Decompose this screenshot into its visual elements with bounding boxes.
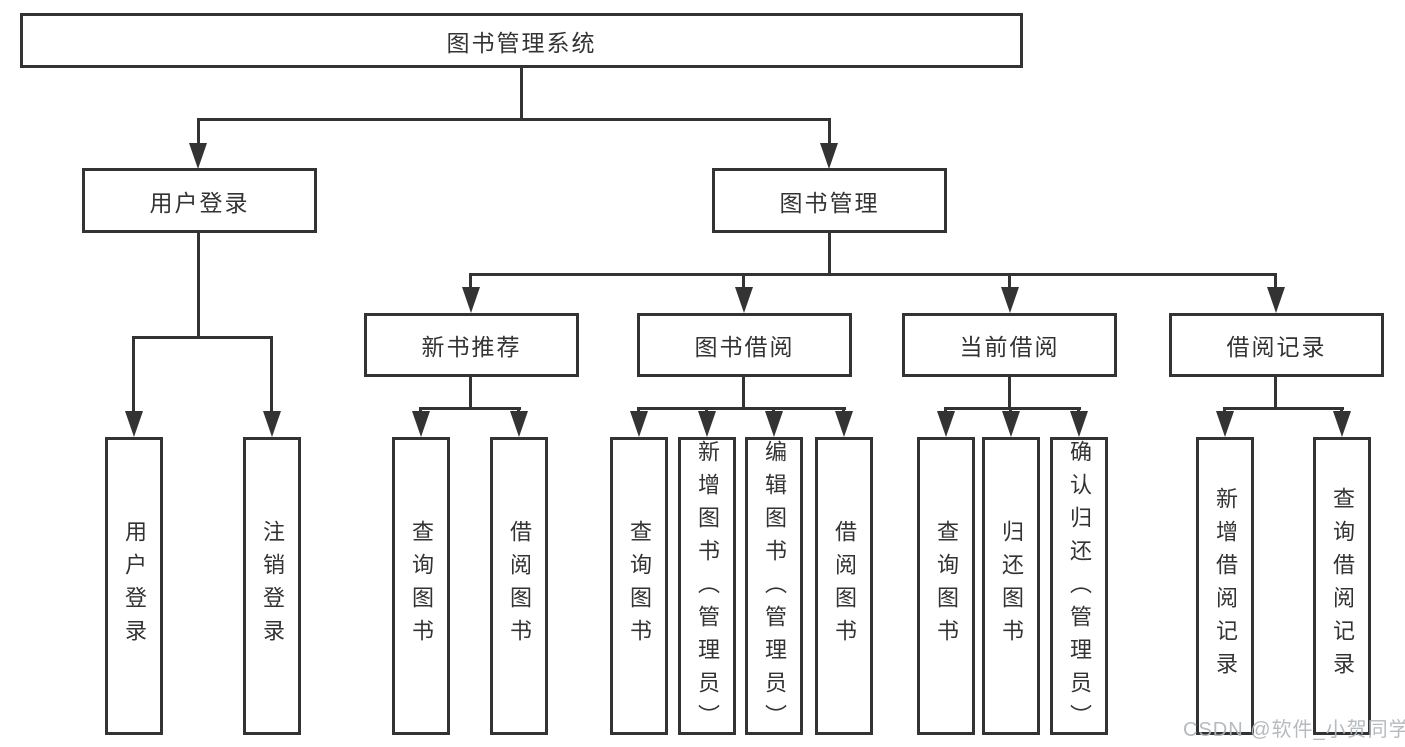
node-label: 图书借阅 <box>694 334 795 360</box>
arrow-down-icon <box>510 411 528 437</box>
leaf-add-book-admin: 新增图书（管理员） <box>678 437 736 737</box>
connector <box>270 336 273 412</box>
connector <box>705 407 708 414</box>
leaf-user-login: 用户登录 <box>105 437 163 735</box>
connector <box>742 377 745 407</box>
arrow-down-icon <box>462 287 480 313</box>
arrow-down-icon <box>835 411 853 437</box>
node-label: 借阅图书 <box>832 520 857 652</box>
node-label: 用户登录 <box>149 189 250 216</box>
connector <box>1223 407 1344 410</box>
connector <box>742 273 745 289</box>
node-label: 当前借阅 <box>959 334 1060 360</box>
node-label: 新书推荐 <box>421 334 522 360</box>
node-label: 归还图书 <box>999 520 1024 652</box>
connector <box>828 118 831 145</box>
connector <box>944 407 1081 410</box>
connector <box>637 407 640 414</box>
connector <box>1274 377 1277 407</box>
node-label: 借阅记录 <box>1226 334 1327 360</box>
connector <box>419 407 521 410</box>
connector <box>469 377 472 407</box>
leaf-recommend-borrow-book: 借阅图书 <box>490 437 548 735</box>
arrow-down-icon <box>630 411 648 437</box>
connector <box>197 233 200 336</box>
leaf-confirm-return-admin: 确认归还（管理员） <box>1050 437 1108 737</box>
connector <box>1008 377 1011 407</box>
arrow-down-icon <box>263 411 281 437</box>
connector <box>469 273 1276 276</box>
node-borrow-records: 借阅记录 <box>1169 313 1384 377</box>
connector <box>842 407 845 414</box>
connector <box>1008 273 1011 289</box>
leaf-borrow-query-book: 查询图书 <box>610 437 668 735</box>
arrow-down-icon <box>820 143 838 169</box>
arrow-down-icon <box>1267 287 1285 313</box>
node-book-borrow: 图书借阅 <box>637 313 852 377</box>
node-new-book-recommend: 新书推荐 <box>364 313 579 377</box>
connector <box>1340 407 1343 414</box>
node-label: 用户登录 <box>122 520 147 652</box>
node-book-management: 图书管理 <box>712 168 947 233</box>
arrow-down-icon <box>1070 411 1088 437</box>
arrow-down-icon <box>937 411 955 437</box>
node-label: 查询借阅记录 <box>1330 487 1355 685</box>
arrow-down-icon <box>698 411 716 437</box>
arrow-down-icon <box>765 411 783 437</box>
connector <box>197 118 831 121</box>
csdn-watermark: CSDN @软件_小贺同学 <box>1183 719 1405 741</box>
arrow-down-icon <box>1333 411 1351 437</box>
connector <box>1274 273 1277 289</box>
connector <box>828 233 831 273</box>
arrow-down-icon <box>1216 411 1234 437</box>
connector <box>1077 407 1080 414</box>
leaf-add-borrow-record: 新增借阅记录 <box>1196 437 1254 735</box>
leaf-logout: 注销登录 <box>243 437 301 735</box>
node-label: 新增借阅记录 <box>1213 487 1238 685</box>
node-label: 新增图书（管理员） <box>695 440 720 737</box>
arrow-down-icon <box>125 411 143 437</box>
connector <box>520 68 523 118</box>
node-library-management-system: 图书管理系统 <box>20 13 1023 68</box>
node-label: 查询图书 <box>934 520 959 652</box>
node-label: 图书管理 <box>779 189 880 216</box>
arrow-down-icon <box>189 143 207 169</box>
connector <box>197 118 200 145</box>
node-label: 借阅图书 <box>507 520 532 652</box>
connector <box>469 273 472 289</box>
node-label: 查询图书 <box>627 520 652 652</box>
connector <box>132 336 135 412</box>
node-label: 注销登录 <box>260 520 285 652</box>
arrow-down-icon <box>1002 411 1020 437</box>
connector <box>1223 407 1226 414</box>
node-label: 查询图书 <box>409 520 434 652</box>
leaf-return-book: 归还图书 <box>982 437 1040 735</box>
leaf-query-borrow-record: 查询借阅记录 <box>1313 437 1371 735</box>
node-user-login: 用户登录 <box>82 168 317 233</box>
node-label: 确认归还（管理员） <box>1067 440 1092 737</box>
node-label: 编辑图书（管理员） <box>762 440 787 737</box>
connector <box>772 407 775 414</box>
connector <box>517 407 520 414</box>
leaf-recommend-query-book: 查询图书 <box>392 437 450 735</box>
arrow-down-icon <box>412 411 430 437</box>
arrow-down-icon <box>735 287 753 313</box>
connector <box>1009 407 1012 414</box>
connector <box>132 336 273 339</box>
arrow-down-icon <box>1001 287 1019 313</box>
connector <box>637 407 846 410</box>
node-current-borrow: 当前借阅 <box>902 313 1117 377</box>
leaf-borrow-borrow-book: 借阅图书 <box>815 437 873 735</box>
connector <box>419 407 422 414</box>
connector <box>944 407 947 414</box>
leaf-current-query-book: 查询图书 <box>917 437 975 735</box>
leaf-edit-book-admin: 编辑图书（管理员） <box>745 437 803 737</box>
node-label: 图书管理系统 <box>446 29 597 56</box>
